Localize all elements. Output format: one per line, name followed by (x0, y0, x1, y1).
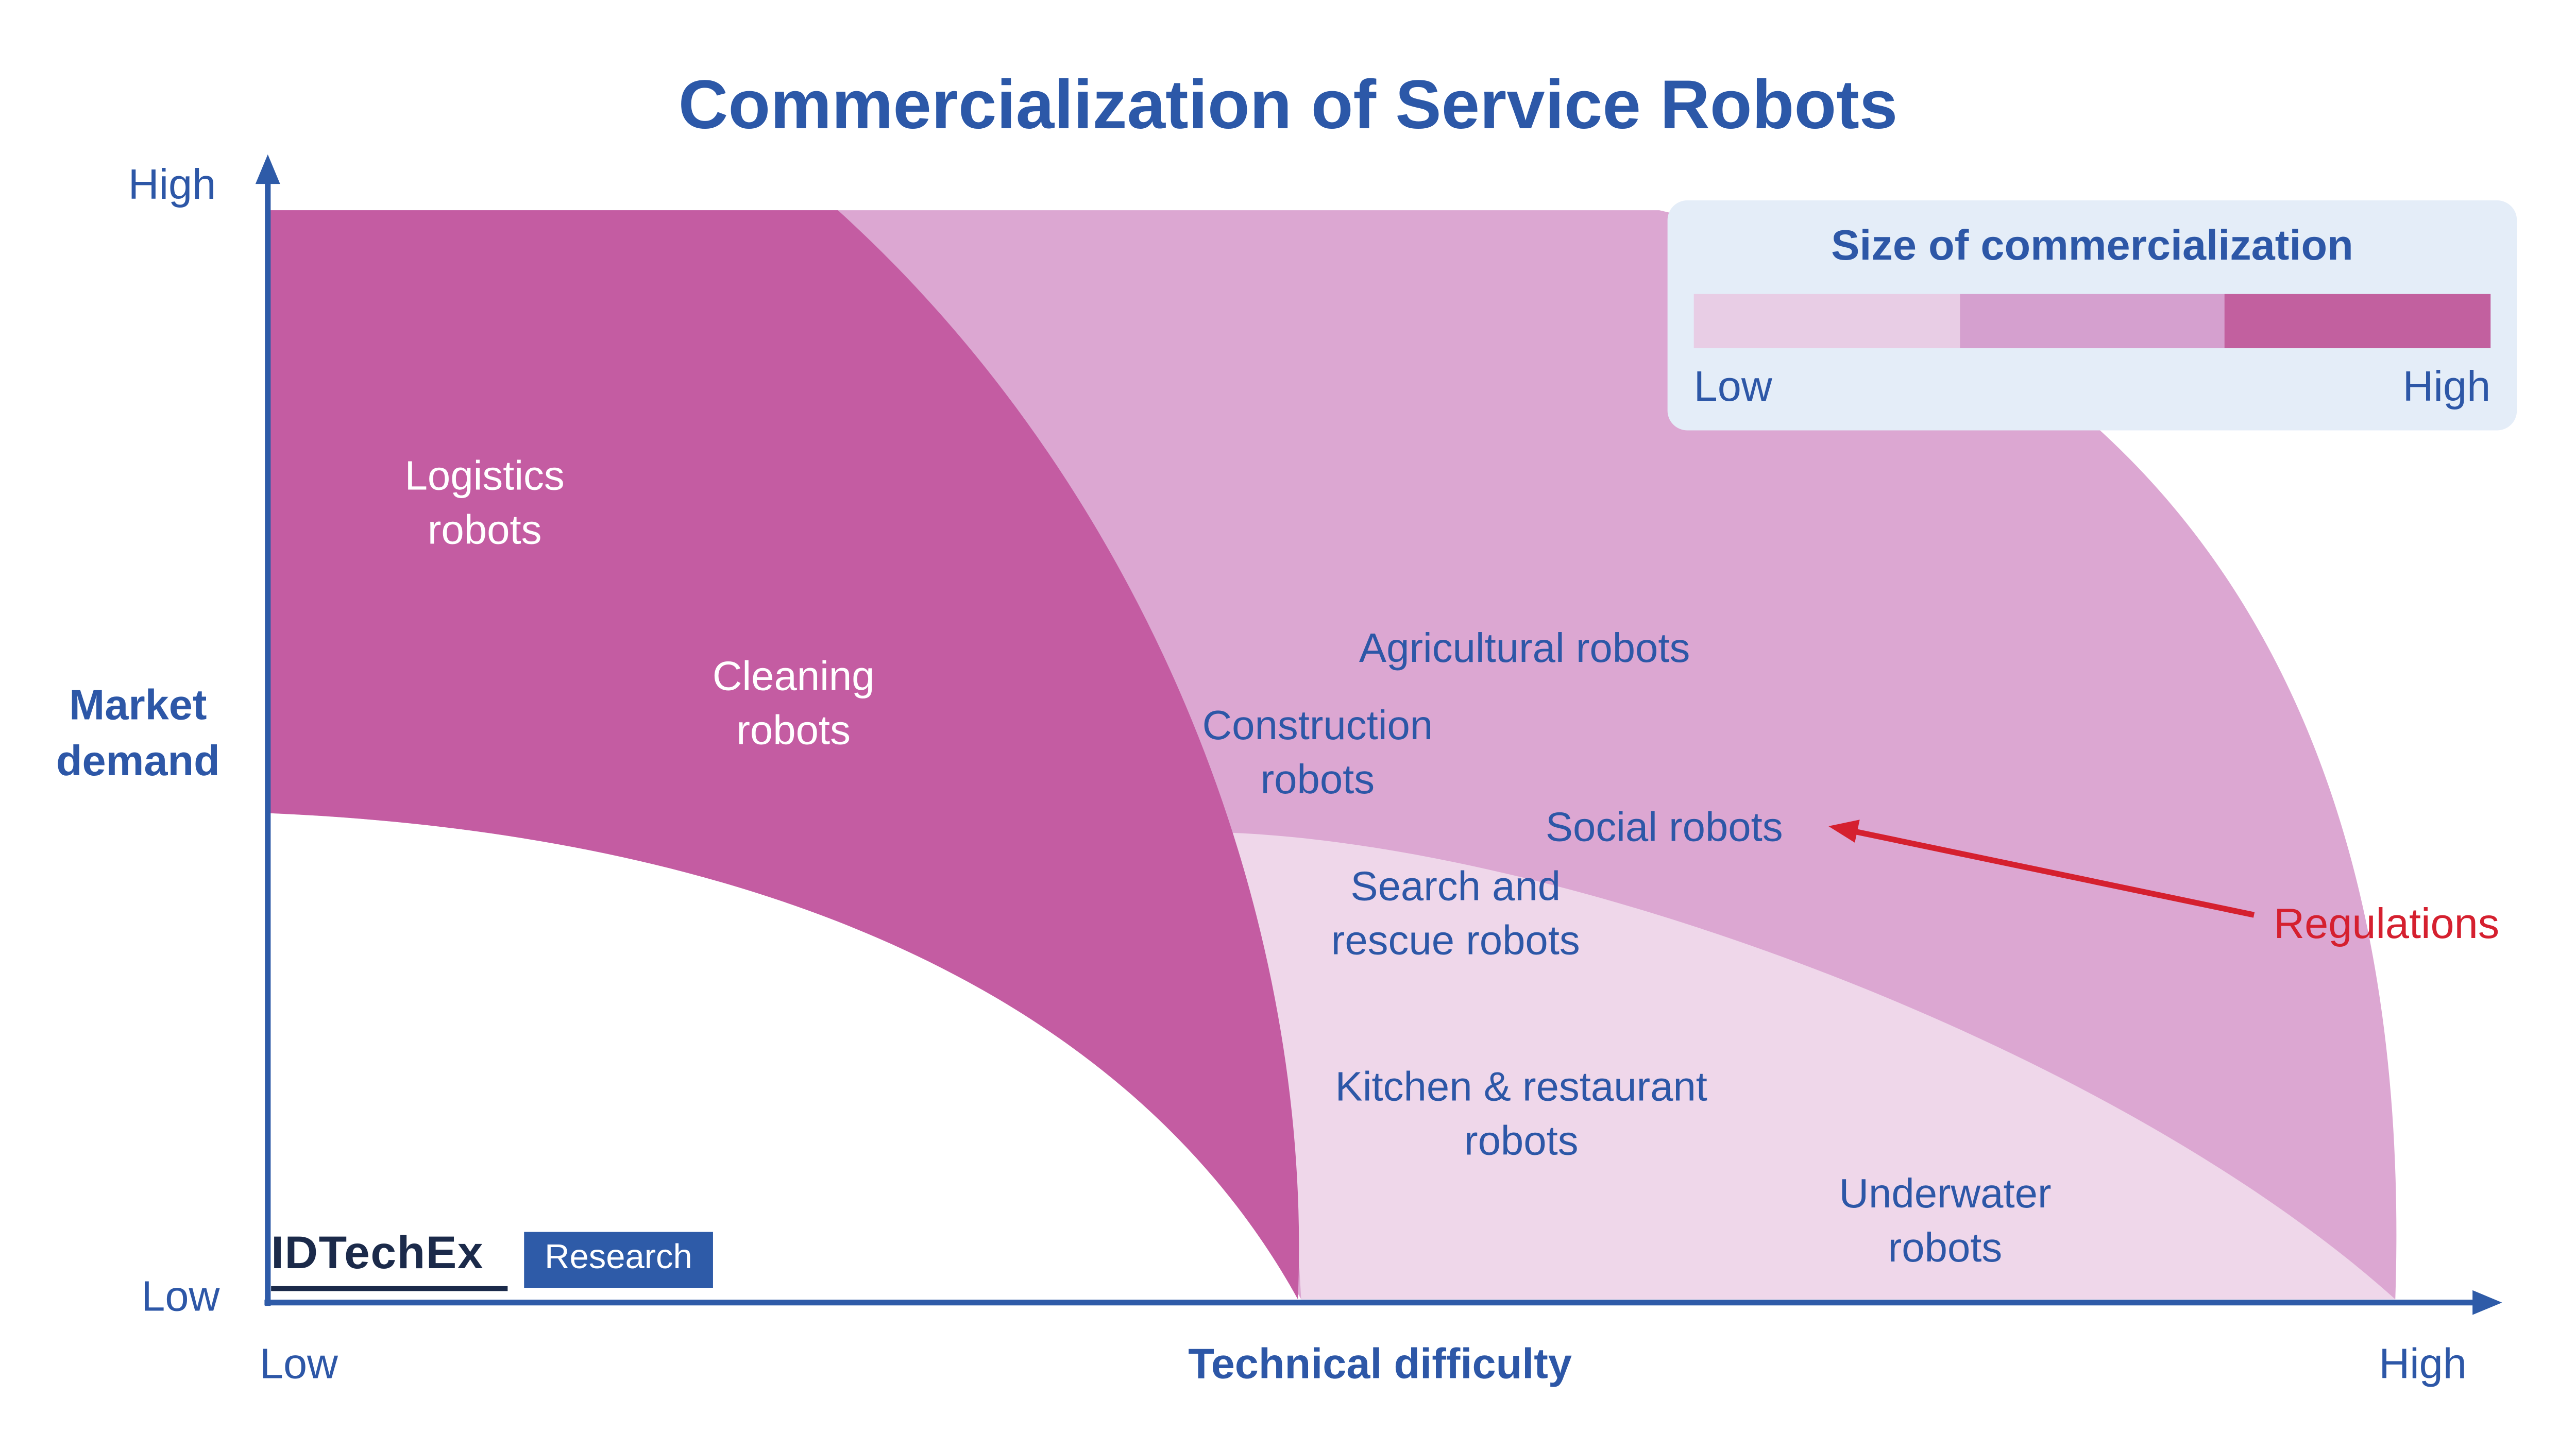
x-axis-arrowhead-icon (2472, 1290, 2502, 1315)
label-underwater-robots: Underwater robots (1839, 1171, 2052, 1272)
legend-high-label: High (2402, 361, 2491, 411)
label-kitchen-restaurant-robots: Kitchen & restaurant robots (1335, 1064, 1707, 1165)
regulations-arrowhead-icon (1828, 820, 1860, 843)
label-cleaning-robots: Cleaning robots (712, 654, 875, 754)
regulations-arrow-line (1852, 828, 2255, 918)
legend-title: Size of commercialization (1831, 220, 2353, 269)
y-axis-arrowhead-icon (255, 154, 280, 184)
label-logistics-robots: Logistics robots (404, 453, 565, 554)
y-axis-high-label: High (128, 159, 216, 209)
logo-research-badge: Research (523, 1231, 714, 1287)
y-axis-low-label: Low (141, 1271, 220, 1321)
legend-swatch-high (2225, 294, 2491, 349)
legend-gradient-bar (1693, 294, 2491, 349)
regulations-annotation: Regulations (2274, 898, 2500, 948)
y-axis-title: Market demand (56, 680, 220, 785)
x-axis-high-label: High (2379, 1338, 2467, 1388)
label-agricultural-robots: Agricultural robots (1359, 625, 1690, 672)
logo-brand-text: IDTechEx (271, 1227, 507, 1291)
label-construction-robots: Construction robots (1202, 703, 1433, 804)
x-axis-low-label: Low (259, 1338, 338, 1388)
page-title: Commercialization of Service Robots (678, 65, 1898, 143)
label-search-rescue-robots: Search and rescue robots (1331, 864, 1580, 964)
legend-low-label: Low (1693, 361, 1772, 411)
brand-logo: IDTechEx Research (271, 1227, 714, 1291)
legend-swatch-medium (1959, 294, 2225, 349)
legend: Size of commercialization Low High (1667, 200, 2517, 431)
region-high-commercialization (267, 210, 1299, 1300)
label-social-robots: Social robots (1545, 805, 1783, 851)
legend-swatch-low (1693, 294, 1960, 349)
x-axis-title: Technical difficulty (1188, 1338, 1572, 1388)
region-low-commercialization (1232, 832, 2396, 1300)
